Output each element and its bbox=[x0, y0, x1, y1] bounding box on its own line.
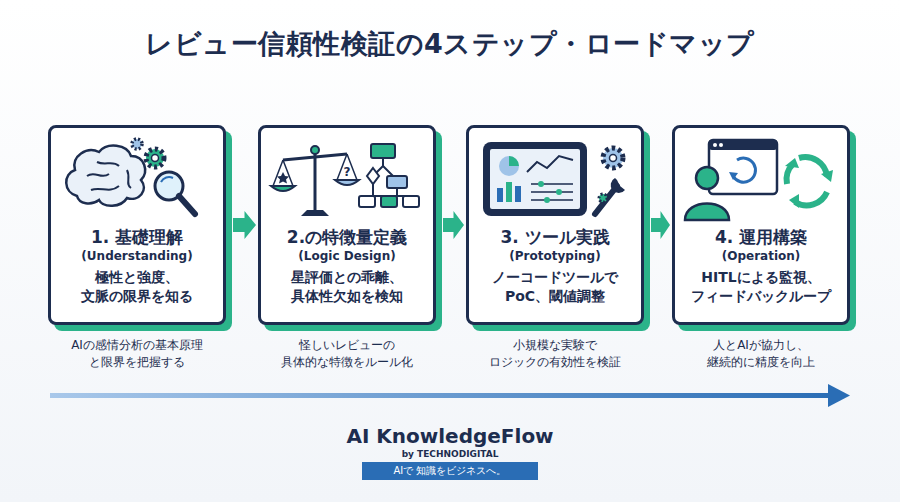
brand-name: AI KnowledgeFlow bbox=[300, 424, 600, 448]
tablet-tools-icon bbox=[475, 136, 635, 224]
flow-arrow bbox=[443, 211, 464, 239]
scale-flowchart-icon: ? bbox=[267, 136, 427, 224]
step-card: 1. 基礎理解(Understanding) 極性と強度、 文脈の限界を知る bbox=[48, 125, 226, 325]
step-caption: 小規模な実験で ロジックの有効性を検証 bbox=[455, 337, 655, 371]
step-card: ? 2.の特徴量定義(Logic Design) 星評価との乖離、 具体性欠如を検… bbox=[258, 125, 436, 325]
brand-byline: by TECHNODIGITAL bbox=[300, 449, 600, 459]
flow-arrow bbox=[233, 211, 256, 239]
step-heading: 4. 運用構築 bbox=[681, 226, 841, 248]
step-body: HITLによる監視、 フィードバックループ bbox=[681, 268, 841, 306]
step-card: 4. 運用構築(Operation) HITLによる監視、 フィードバックループ bbox=[672, 125, 850, 325]
timeline-shaft bbox=[50, 393, 835, 398]
flow-arrow bbox=[651, 211, 670, 239]
svg-text:?: ? bbox=[344, 165, 351, 179]
step-heading: 2.の特徴量定義 bbox=[267, 226, 427, 248]
step-card: 3. ツール実践(Prototyping) ノーコードツールで PoC、閾値調整 bbox=[466, 125, 644, 325]
step-subtitle: (Prototyping) bbox=[475, 248, 635, 265]
step-caption: 人とAIが協力し、 継続的に精度を向上 bbox=[661, 337, 861, 371]
timeline-head bbox=[828, 384, 850, 407]
brand-tagline: AIで 知識をビジネスへ。 bbox=[362, 462, 538, 480]
step-body: ノーコードツールで PoC、閾値調整 bbox=[475, 268, 635, 306]
step-body: 極性と強度、 文脈の限界を知る bbox=[57, 268, 217, 306]
step-subtitle: (Logic Design) bbox=[267, 248, 427, 265]
step-caption: AIの感情分析の基本原理 と限界を把握する bbox=[37, 337, 237, 371]
step-heading: 3. ツール実践 bbox=[475, 226, 635, 248]
step-caption: 怪しいレビューの 具体的な特徴をルール化 bbox=[247, 337, 447, 371]
step-body: 星評価との乖離、 具体性欠如を検知 bbox=[267, 268, 427, 306]
step-subtitle: (Understanding) bbox=[57, 248, 217, 265]
step-subtitle: (Operation) bbox=[681, 248, 841, 265]
operation-cycle-icon bbox=[681, 136, 841, 224]
brain-icon bbox=[57, 136, 217, 224]
diagram-title: レビュー信頼性検証の4ステップ・ロードマップ bbox=[0, 26, 900, 62]
step-heading: 1. 基礎理解 bbox=[57, 226, 217, 248]
